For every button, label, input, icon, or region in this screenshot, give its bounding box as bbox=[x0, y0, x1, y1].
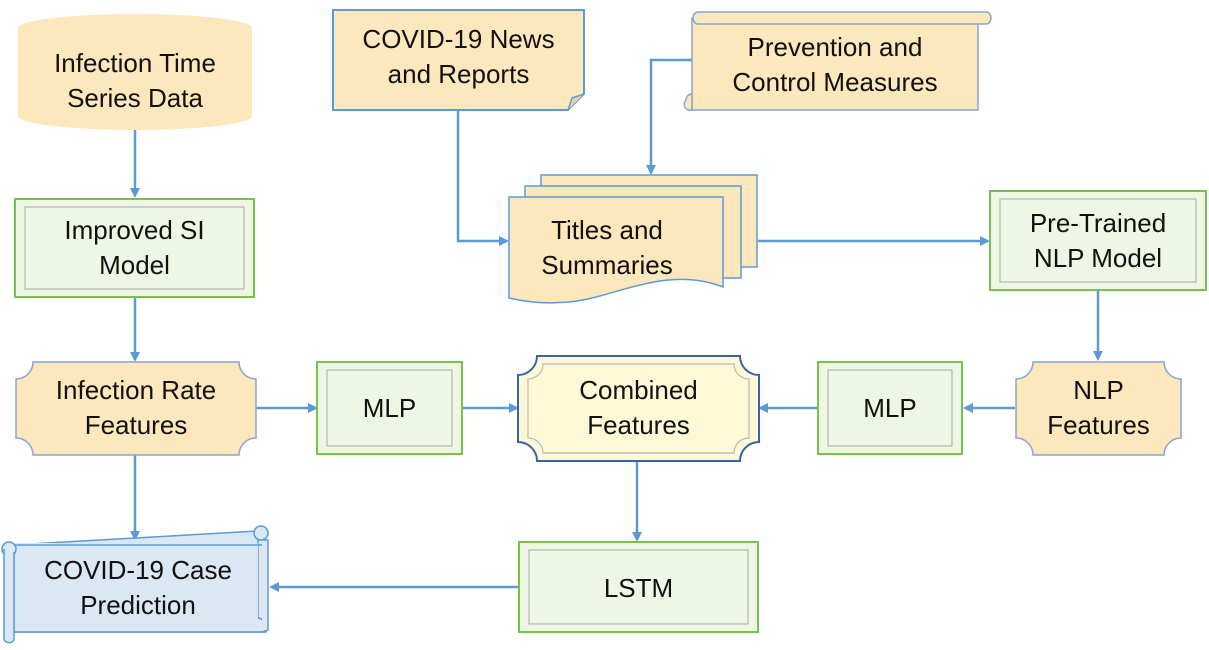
nlp-model-node bbox=[989, 190, 1207, 291]
combined-node bbox=[517, 355, 760, 462]
combined-label: Combined Features bbox=[579, 375, 698, 440]
prediction-label: COVID-19 Case Prediction bbox=[44, 555, 232, 620]
infection-data-node bbox=[18, 14, 252, 130]
si-model-node bbox=[14, 198, 255, 298]
prevention-label: Prevention and Control Measures bbox=[732, 32, 938, 97]
mlp-right-label: MLP bbox=[863, 392, 917, 423]
lstm-node bbox=[518, 541, 759, 633]
edge-prevention-to-titles bbox=[646, 58, 692, 175]
news-node bbox=[332, 9, 585, 111]
lstm-label: LSTM bbox=[603, 572, 674, 603]
nlp-features-label: NLP Features bbox=[1047, 375, 1150, 440]
infection-rate-node bbox=[15, 361, 257, 456]
nlp-features-node bbox=[1015, 361, 1182, 456]
prediction-node bbox=[1, 525, 269, 644]
titles-node bbox=[508, 174, 758, 304]
nlp-model-label: Pre-Trained NLP Model bbox=[1029, 208, 1167, 273]
mlp-left-node bbox=[316, 361, 463, 455]
edge-news-to-titles bbox=[456, 110, 509, 246]
infection-rate-label: Infection Rate Features bbox=[55, 375, 217, 440]
titles-label: Titles and Summaries bbox=[541, 215, 673, 280]
connectors bbox=[130, 58, 1103, 592]
si-model-label: Improved SI Model bbox=[64, 215, 205, 280]
mlp-right-node bbox=[817, 361, 963, 455]
news-label: COVID-19 News and Reports bbox=[362, 24, 555, 89]
prevention-node bbox=[683, 11, 992, 112]
mlp-left-label: MLP bbox=[362, 392, 417, 423]
infection-data-label: Infection Time Series Data bbox=[54, 48, 216, 113]
